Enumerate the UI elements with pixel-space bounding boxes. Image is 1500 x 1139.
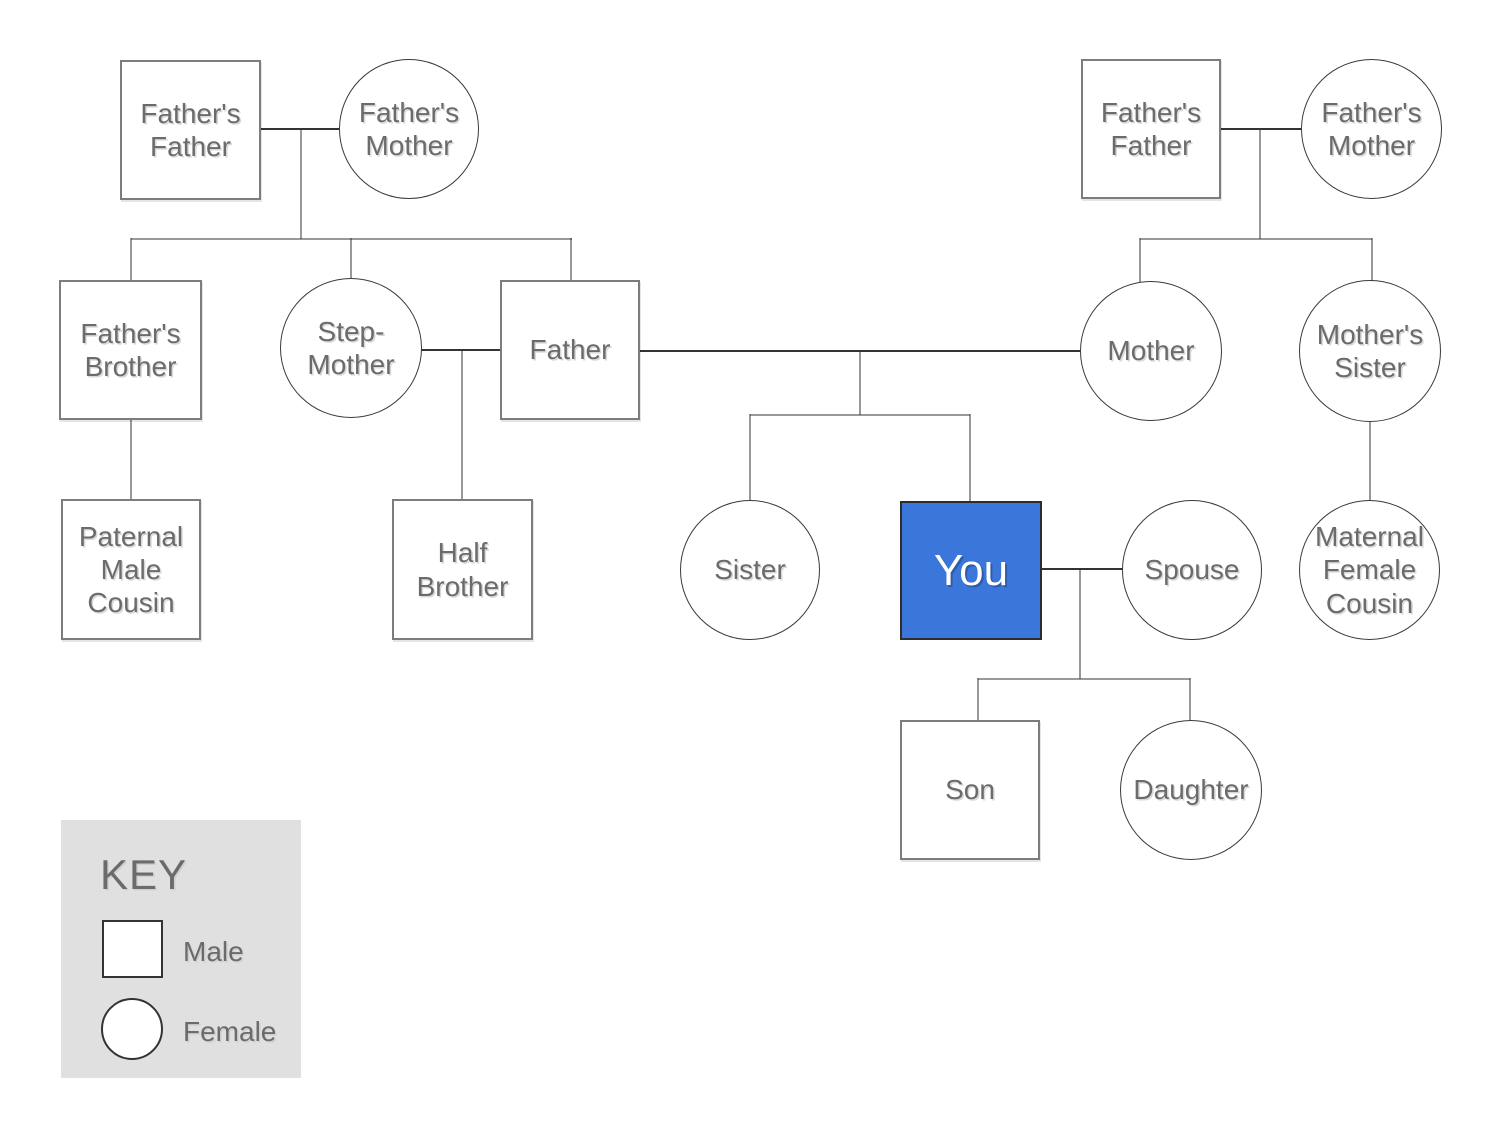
node-label: Father's Mother xyxy=(1321,96,1422,161)
node-fathers-father-right: Father's Father xyxy=(1081,59,1221,199)
parents-connectors xyxy=(639,349,1081,503)
male-symbol-swatch xyxy=(102,920,163,978)
node-spouse: Spouse xyxy=(1122,500,1262,640)
node-label: Father's Brother xyxy=(80,317,181,382)
node-label: Mother's Sister xyxy=(1316,318,1424,383)
node-label: You xyxy=(933,545,1009,595)
node-paternal-male-cousin: Paternal Male Cousin xyxy=(61,499,201,640)
node-mothers-sister: Mother's Sister xyxy=(1299,280,1441,422)
node-label: Maternal Female Cousin xyxy=(1315,521,1424,619)
legend-title: KEY xyxy=(100,851,188,898)
node-label: Father's Father xyxy=(1100,96,1202,161)
node-fathers-mother-right: Father's Mother xyxy=(1301,59,1442,199)
node-you: You xyxy=(900,501,1042,640)
left-grandparents-connectors xyxy=(130,127,572,282)
node-half-brother: Half Brother xyxy=(392,499,533,640)
node-fathers-mother-left: Father's Mother xyxy=(339,59,479,199)
node-label: Father xyxy=(529,334,611,366)
step-mother-connectors xyxy=(421,348,501,500)
node-son: Son xyxy=(900,720,1040,860)
node-mother: Mother xyxy=(1080,281,1222,421)
node-label: Paternal Male Cousin xyxy=(78,520,184,619)
right-grandparents-connectors xyxy=(1139,127,1373,283)
node-label: Spouse xyxy=(1144,554,1240,586)
node-label: Father's Mother xyxy=(358,96,460,161)
node-label: Father's Father xyxy=(140,97,241,162)
legend-female-label: Female xyxy=(183,1016,277,1047)
node-fathers-father-left: Father's Father xyxy=(120,60,261,200)
node-label: Step- Mother xyxy=(307,315,395,380)
node-label: Sister xyxy=(714,554,786,586)
node-fathers-brother: Father's Brother xyxy=(59,280,202,420)
legend: KEY Male Female xyxy=(61,820,301,1078)
node-maternal-female-cousin: Maternal Female Cousin xyxy=(1299,500,1440,640)
node-daughter: Daughter xyxy=(1120,720,1262,860)
node-label: Mother xyxy=(1107,335,1195,367)
node-label: Daughter xyxy=(1133,774,1249,806)
node-label: Son xyxy=(945,774,995,806)
you-family-connectors xyxy=(977,567,1191,722)
legend-male-label: Male xyxy=(183,936,244,967)
node-step-mother: Step- Mother xyxy=(280,278,422,418)
female-symbol-swatch xyxy=(101,998,163,1060)
node-sister: Sister xyxy=(680,500,820,640)
node-father: Father xyxy=(500,280,640,420)
node-label: Half Brother xyxy=(416,537,509,602)
